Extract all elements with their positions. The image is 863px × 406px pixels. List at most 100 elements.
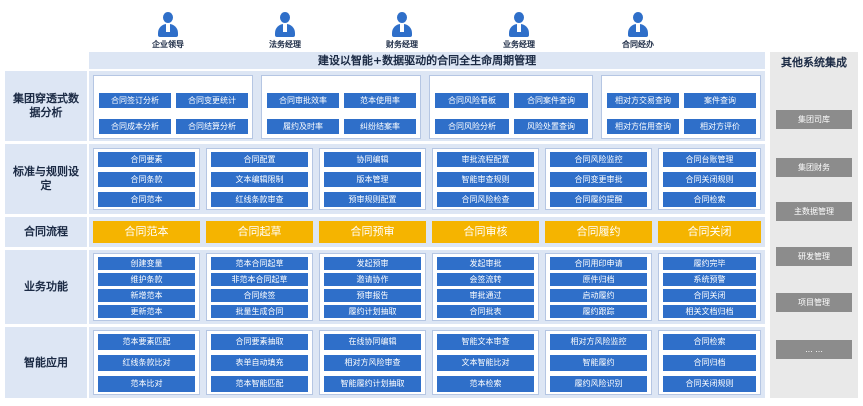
business-item[interactable]: 批量生成合同 (211, 305, 308, 318)
business-item[interactable]: 新增范本 (98, 289, 195, 302)
standards-item[interactable]: 合同风险监控 (550, 152, 647, 167)
smart-item[interactable]: 合同要素抽取 (211, 334, 308, 350)
flow-step-template[interactable]: 合同范本 (93, 221, 200, 243)
smart-item[interactable]: 范本智能匹配 (211, 376, 308, 392)
standards-item[interactable]: 版本管理 (324, 172, 421, 187)
smart-item[interactable]: 红线条款比对 (98, 355, 195, 371)
business-item[interactable]: 合同关闭 (663, 289, 756, 302)
analysis-item[interactable]: 风险处置查询 (514, 119, 588, 134)
analysis-item[interactable]: 合同结算分析 (176, 119, 248, 134)
analysis-item[interactable]: 合同案件查询 (514, 93, 588, 108)
diagram-title: 建设以智能+数据驱动的合同全生命周期管理 (89, 52, 765, 69)
business-item[interactable]: 邀请协作 (324, 273, 421, 286)
standards-item[interactable]: 合同关闭规则 (663, 172, 756, 187)
standards-item[interactable]: 智能审查规则 (437, 172, 534, 187)
standards-item[interactable]: 文本编辑限制 (211, 172, 308, 187)
analysis-item[interactable]: 相对方评价 (684, 119, 756, 134)
standards-column: 合同配置 文本编辑限制 红线条款审查 (206, 148, 313, 210)
analysis-item[interactable]: 合同风险分析 (435, 119, 509, 134)
analysis-group-efficiency: 合同审批效率 范本使用率 履约及时率 纠纷结案率 (261, 75, 421, 139)
business-item[interactable]: 原件归档 (550, 273, 647, 286)
smart-item[interactable]: 在线协同编辑 (324, 334, 421, 350)
standards-item[interactable]: 合同风险检查 (437, 192, 534, 207)
business-item[interactable]: 发起预审 (324, 257, 421, 270)
smart-item[interactable]: 范本比对 (98, 376, 195, 392)
smart-item[interactable]: 智能履约计划抽取 (324, 376, 421, 392)
smart-item[interactable]: 范本要素匹配 (98, 334, 195, 350)
smart-item[interactable]: 合同检索 (663, 334, 756, 350)
smart-item[interactable]: 智能文本审查 (437, 334, 534, 350)
business-item[interactable]: 合同用印申请 (550, 257, 647, 270)
standards-item[interactable]: 预审规则配置 (324, 192, 421, 207)
standards-item[interactable]: 审批流程配置 (437, 152, 534, 167)
standards-item[interactable]: 合同范本 (98, 192, 195, 207)
standards-item[interactable]: 合同要素 (98, 152, 195, 167)
analysis-item[interactable]: 合同风险看板 (435, 93, 509, 108)
side-item-project[interactable]: 项目管理 (776, 293, 852, 312)
row-body: 创建变量 维护条款 新增范本 更新范本 范本合同起草 非范本合同起草 合同续签 … (89, 250, 765, 324)
business-item[interactable]: 非范本合同起草 (211, 273, 308, 286)
side-item-more[interactable]: ... ... (776, 340, 852, 359)
business-item[interactable]: 预审报告 (324, 289, 421, 302)
business-item[interactable]: 维护条款 (98, 273, 195, 286)
row-body: 范本要素匹配 红线条款比对 范本比对 合同要素抽取 表单自动填充 范本智能匹配 … (89, 327, 765, 398)
person-icon (627, 12, 649, 38)
business-item[interactable]: 系统预警 (663, 273, 756, 286)
analysis-item[interactable]: 合同签订分析 (99, 93, 171, 108)
standards-item[interactable]: 合同条款 (98, 172, 195, 187)
flow-step-prereview[interactable]: 合同预审 (319, 221, 426, 243)
business-item[interactable]: 履约完毕 (663, 257, 756, 270)
smart-item[interactable]: 相对方风险审查 (324, 355, 421, 371)
side-item-rnd[interactable]: 研发管理 (776, 247, 852, 266)
smart-item[interactable]: 范本检索 (437, 376, 534, 392)
analysis-item[interactable]: 相对方交易查询 (607, 93, 679, 108)
standards-item[interactable]: 协同编辑 (324, 152, 421, 167)
analysis-item[interactable]: 范本使用率 (344, 93, 416, 108)
business-item[interactable]: 会签流转 (437, 273, 534, 286)
side-item-master-data[interactable]: 主数据管理 (776, 202, 852, 221)
smart-item[interactable]: 履约风险识别 (550, 376, 647, 392)
business-item[interactable]: 审批通过 (437, 289, 534, 302)
analysis-item[interactable]: 纠纷结案率 (344, 119, 416, 134)
standards-item[interactable]: 合同检索 (663, 192, 756, 207)
row-body: 合同签订分析 合同变更统计 合同成本分析 合同结算分析 合同审批效率 范本使用率… (89, 71, 765, 141)
analysis-item[interactable]: 合同成本分析 (99, 119, 171, 134)
analysis-item[interactable]: 案件查询 (684, 93, 756, 108)
side-item-treasury[interactable]: 集团司库 (776, 110, 852, 129)
persona-enterprise-leader: 企业领导 (133, 12, 203, 50)
business-item[interactable]: 合同续签 (211, 289, 308, 302)
business-item[interactable]: 创建变量 (98, 257, 195, 270)
business-item[interactable]: 启动履约 (550, 289, 647, 302)
flow-step-fulfillment[interactable]: 合同履约 (545, 221, 652, 243)
smart-item[interactable]: 相对方风险监控 (550, 334, 647, 350)
row-body: 合同范本 合同起草 合同预审 合同审核 合同履约 合同关闭 (89, 217, 765, 247)
business-item[interactable]: 更新范本 (98, 305, 195, 318)
business-item[interactable]: 范本合同起草 (211, 257, 308, 270)
smart-item[interactable]: 合同归档 (663, 355, 756, 371)
standards-item[interactable]: 合同配置 (211, 152, 308, 167)
business-item[interactable]: 合同批表 (437, 305, 534, 318)
analysis-item[interactable]: 履约及时率 (267, 119, 339, 134)
business-item[interactable]: 履约计划抽取 (324, 305, 421, 318)
business-item[interactable]: 发起审批 (437, 257, 534, 270)
standards-item[interactable]: 合同履约提醒 (550, 192, 647, 207)
smart-item[interactable]: 表单自动填充 (211, 355, 308, 371)
flow-step-review[interactable]: 合同审核 (432, 221, 539, 243)
smart-item[interactable]: 智能履约 (550, 355, 647, 371)
standards-item[interactable]: 合同台账管理 (663, 152, 756, 167)
business-item[interactable]: 履约跟踪 (550, 305, 647, 318)
flow-step-close[interactable]: 合同关闭 (658, 221, 761, 243)
standards-item[interactable]: 合同变更审批 (550, 172, 647, 187)
analysis-item[interactable]: 合同审批效率 (267, 93, 339, 108)
business-item[interactable]: 相关文档归档 (663, 305, 756, 318)
smart-item[interactable]: 合同关闭规则 (663, 376, 756, 392)
persona-finance-manager: 财务经理 (367, 12, 437, 50)
analysis-item[interactable]: 相对方信用查询 (607, 119, 679, 134)
standards-column: 协同编辑 版本管理 预审规则配置 (319, 148, 426, 210)
side-item-finance[interactable]: 集团财务 (776, 158, 852, 177)
flow-step-draft[interactable]: 合同起草 (206, 221, 313, 243)
standards-item[interactable]: 红线条款审查 (211, 192, 308, 207)
smart-item[interactable]: 文本智能比对 (437, 355, 534, 371)
analysis-group-counterparty: 相对方交易查询 案件查询 相对方信用查询 相对方评价 (601, 75, 761, 139)
analysis-item[interactable]: 合同变更统计 (176, 93, 248, 108)
